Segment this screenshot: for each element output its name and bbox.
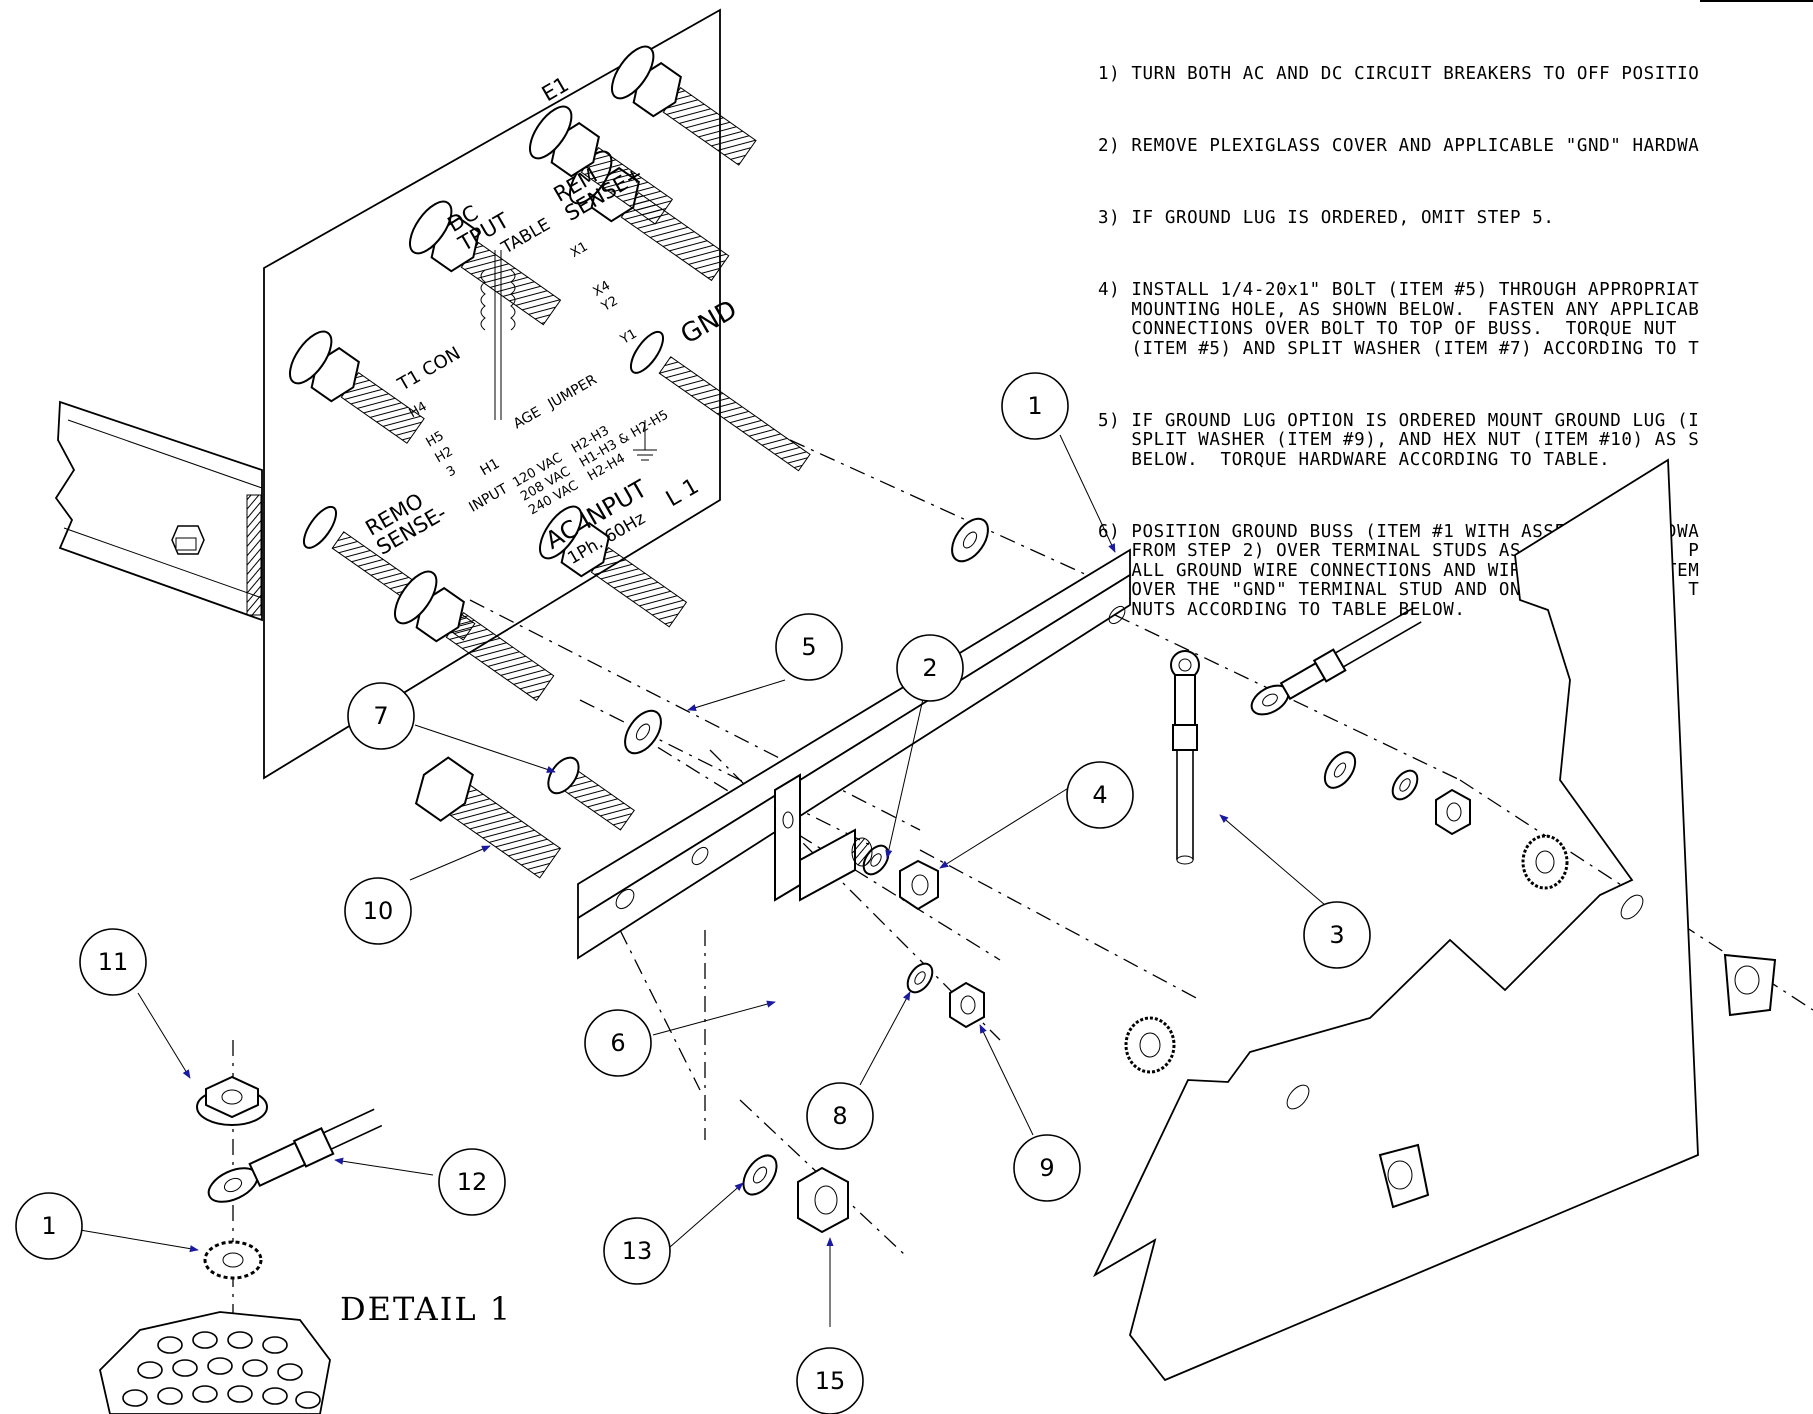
detail1-perforated-plate — [99, 1311, 331, 1414]
wing-nut-a — [1378, 1143, 1430, 1209]
note-2: 2) REMOVE PLEXIGLASS COVER AND APPLICABL… — [1098, 136, 1700, 156]
hex-nut-9 — [949, 981, 985, 1029]
label-y2: Y2 — [598, 294, 620, 316]
wire-assembly-3 — [1170, 650, 1200, 865]
hex-nut-15 — [797, 1166, 849, 1234]
svg-text:15: 15 — [815, 1367, 846, 1395]
callout-15: 15 — [796, 1347, 864, 1414]
ground-lug-6 — [774, 773, 873, 902]
label-x1: X1 — [568, 239, 590, 261]
split-washer-b — [1391, 769, 1419, 801]
star-washer-b — [1521, 834, 1569, 890]
enclosure-cover — [1092, 458, 1699, 1382]
bolt-7 — [547, 756, 635, 831]
bolt-10 — [414, 756, 562, 879]
svg-text:7: 7 — [373, 702, 388, 730]
callout-1-main: 1 — [1001, 372, 1069, 440]
callout-10: 10 — [344, 877, 412, 945]
svg-text:10: 10 — [363, 897, 394, 925]
note-4: 4) INSTALL 1/4-20x1" BOLT (ITEM #5) THRO… — [1098, 280, 1700, 359]
wing-nut-b — [1723, 953, 1777, 1017]
mounting-rail — [54, 400, 263, 622]
callout-6: 6 — [584, 1009, 652, 1077]
note-1: 1) TURN BOTH AC AND DC CIRCUIT BREAKERS … — [1098, 64, 1700, 84]
stud-gnd — [629, 330, 811, 472]
callout-2: 2 — [896, 634, 964, 702]
label-x4: X4 — [591, 278, 613, 300]
callout-7: 7 — [347, 682, 415, 750]
callout-9: 9 — [1013, 1134, 1081, 1202]
detail1-ring-terminal — [207, 1108, 383, 1203]
svg-text:12: 12 — [457, 1168, 488, 1196]
hex-nut-b — [1435, 788, 1471, 836]
title-block-edge — [1700, 0, 1813, 2]
svg-text:2: 2 — [922, 654, 937, 682]
svg-text:13: 13 — [622, 1237, 653, 1265]
leader-lines — [79, 434, 1326, 1327]
stud-dc-output — [529, 105, 674, 225]
callout-12: 12 — [438, 1148, 506, 1216]
hardware — [99, 517, 1777, 1414]
svg-text:6: 6 — [610, 1029, 625, 1057]
stud-t1 — [409, 200, 562, 326]
svg-text:5: 5 — [801, 633, 816, 661]
callouts: 1 2 3 4 5 6 7 8 9 10 11 12 13 15 1 — [15, 372, 1371, 1414]
svg-text:3: 3 — [1329, 921, 1344, 949]
label-y1: Y1 — [617, 326, 639, 348]
flat-washer-gnd — [951, 517, 989, 563]
callout-8: 8 — [806, 1082, 874, 1150]
callout-13: 13 — [603, 1217, 671, 1285]
stud-ac-n — [539, 505, 688, 628]
svg-text:11: 11 — [98, 948, 129, 976]
flat-washer-b — [1323, 751, 1357, 789]
star-washer-a — [1124, 1016, 1176, 1074]
callout-4: 4 — [1066, 761, 1134, 829]
ring-terminal-upper — [1250, 607, 1422, 716]
svg-text:1: 1 — [41, 1212, 56, 1240]
rail-bolt — [171, 525, 205, 555]
detail-1-label: DETAIL 1 — [340, 1290, 513, 1328]
svg-text:1: 1 — [1027, 392, 1042, 420]
svg-text:9: 9 — [1039, 1154, 1054, 1182]
callout-3: 3 — [1303, 901, 1371, 969]
split-washer-13 — [742, 1154, 778, 1196]
note-3: 3) IF GROUND LUG IS ORDERED, OMIT STEP 5… — [1098, 208, 1555, 228]
note-5: 5) IF GROUND LUG OPTION IS ORDERED MOUNT… — [1098, 410, 1700, 470]
split-washer-8 — [906, 962, 934, 994]
stud-ac-l2 — [394, 570, 555, 702]
terminal-panel: DCTPUT E1 REMSENSE+ TABLE T1 CON REMOSEN… — [263, 8, 811, 780]
stud-e1 — [611, 45, 757, 166]
hex-nut-4 — [899, 859, 939, 911]
flat-washer-5 — [624, 709, 662, 755]
svg-text:4: 4 — [1092, 781, 1107, 809]
svg-text:8: 8 — [832, 1102, 847, 1130]
stud-remo-sense-minus — [289, 330, 425, 444]
detail1-star-washer — [203, 1240, 263, 1280]
callout-1-detail: 1 — [15, 1192, 83, 1260]
transformer-schematic — [480, 250, 516, 420]
ground-symbol — [633, 420, 657, 461]
callout-11: 11 — [79, 928, 147, 996]
detail1-flange-nut — [196, 1075, 268, 1126]
ground-buss-bar — [577, 548, 1131, 960]
callout-5: 5 — [775, 613, 843, 681]
